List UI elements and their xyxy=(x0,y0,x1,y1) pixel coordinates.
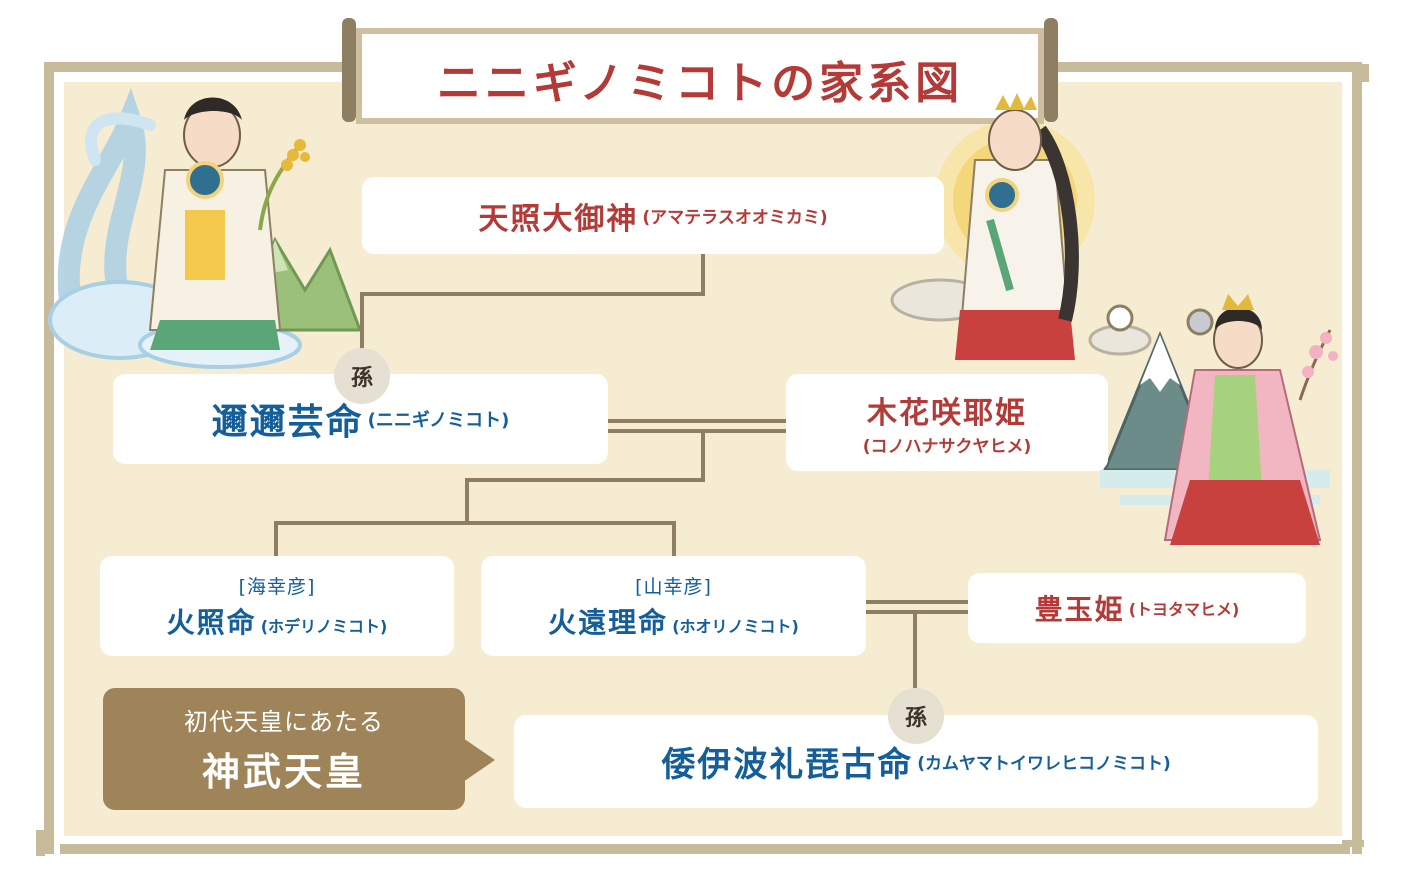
reading-ninigi: (ニニギノミコト) xyxy=(367,410,510,431)
reading-hoderi: (ホデリノミコト) xyxy=(260,616,388,636)
tree-connectors xyxy=(274,254,968,688)
node-hoderi: [海幸彦] 火照命 (ホデリノミコト) xyxy=(100,556,454,656)
mirror-icon xyxy=(1106,304,1214,336)
name-amaterasu: 天照大御神 xyxy=(478,201,639,237)
cherry-blossom-icon xyxy=(1298,329,1338,401)
node-toyotama: 豊玉姫 (トヨタマヒメ) xyxy=(968,573,1306,643)
relation-badge-grandchild-2: 孫 xyxy=(888,688,944,744)
callout-line1: 初代天皇にあたる xyxy=(184,708,384,736)
node-konohana: 木花咲耶姫 (コノハナサクヤヒメ) xyxy=(786,374,1108,471)
deity-amaterasu-figure-icon xyxy=(955,93,1079,360)
name-hoori: 火遠理命 xyxy=(548,605,669,639)
diagram-title: ニニギノミコトの家系図 xyxy=(436,58,964,109)
relation-badge-grandchild: 孫 xyxy=(334,348,390,404)
reading-hoori: (ホオリノミコト) xyxy=(672,616,799,636)
node-hoori: [山幸彦] 火遠理命 (ホオリノミコト) xyxy=(481,556,866,656)
callout-arrow xyxy=(463,738,495,782)
callout-line2: 神武天皇 xyxy=(201,750,366,794)
rice-sheaf-icon xyxy=(258,139,310,231)
deity-ninigi-figure-icon xyxy=(148,97,282,350)
name-konohana: 木花咲耶姫 xyxy=(867,396,1027,431)
node-ninigi: 邇邇芸命 (ニニギノミコト) xyxy=(113,374,608,464)
name-toyotama: 豊玉姫 xyxy=(1034,593,1125,626)
alias-hoderi: [海幸彦] xyxy=(238,575,316,598)
name-ninigi: 邇邇芸命 xyxy=(211,402,364,443)
reading-kamuyamato: (カムヤマトイワレヒコノミコト) xyxy=(917,754,1171,774)
deity-konohana-figure-icon xyxy=(1163,294,1322,545)
reading-toyotama: (トヨタマヒメ) xyxy=(1128,600,1240,619)
alias-hoori: [山幸彦] xyxy=(635,575,712,598)
node-amaterasu: 天照大御神 (アマテラスオオミカミ) xyxy=(362,177,944,254)
reading-konohana: (コノハナサクヤヒメ) xyxy=(862,437,1032,457)
reading-amaterasu: (アマテラスオオミカミ) xyxy=(642,208,828,228)
callout-jimmu: 初代天皇にあたる 神武天皇 xyxy=(103,688,465,810)
name-kamuyamato: 倭伊波礼琵古命 xyxy=(661,745,914,785)
name-hoderi: 火照命 xyxy=(166,605,257,639)
